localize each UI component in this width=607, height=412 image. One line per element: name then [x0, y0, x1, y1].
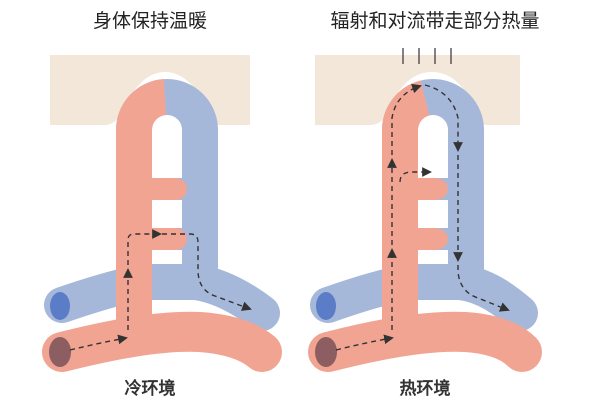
hot-environment-panel — [308, 48, 542, 372]
panel-caption-cold: 冷环境 — [124, 379, 176, 399]
flow-arrow — [127, 229, 162, 265]
artery-cut-end — [315, 337, 337, 367]
artery-vessel — [115, 79, 168, 320]
flow-arrow — [162, 233, 252, 311]
artery-branch — [42, 311, 282, 372]
vein-cut-end — [50, 292, 70, 320]
skin-layer — [315, 55, 520, 125]
artery-branch — [308, 311, 542, 372]
skin-layer — [50, 55, 250, 125]
vein-cut-end — [316, 292, 336, 320]
artery-vessel — [382, 80, 431, 320]
flow-arrow — [391, 83, 422, 155]
panel-title-hot: 辐射和对流带走部分热量 — [330, 10, 540, 32]
vein-branch — [310, 264, 538, 331]
panel-title-cold: 身体保持温暖 — [92, 10, 207, 32]
flow-arrow — [424, 84, 463, 152]
artery-cut-end — [49, 337, 71, 367]
flow-arrow — [69, 334, 128, 351]
panel-caption-hot: 热环境 — [399, 379, 451, 399]
cold-environment-panel — [42, 55, 282, 372]
flow-arrow — [399, 167, 432, 183]
vein-branch — [44, 264, 280, 331]
